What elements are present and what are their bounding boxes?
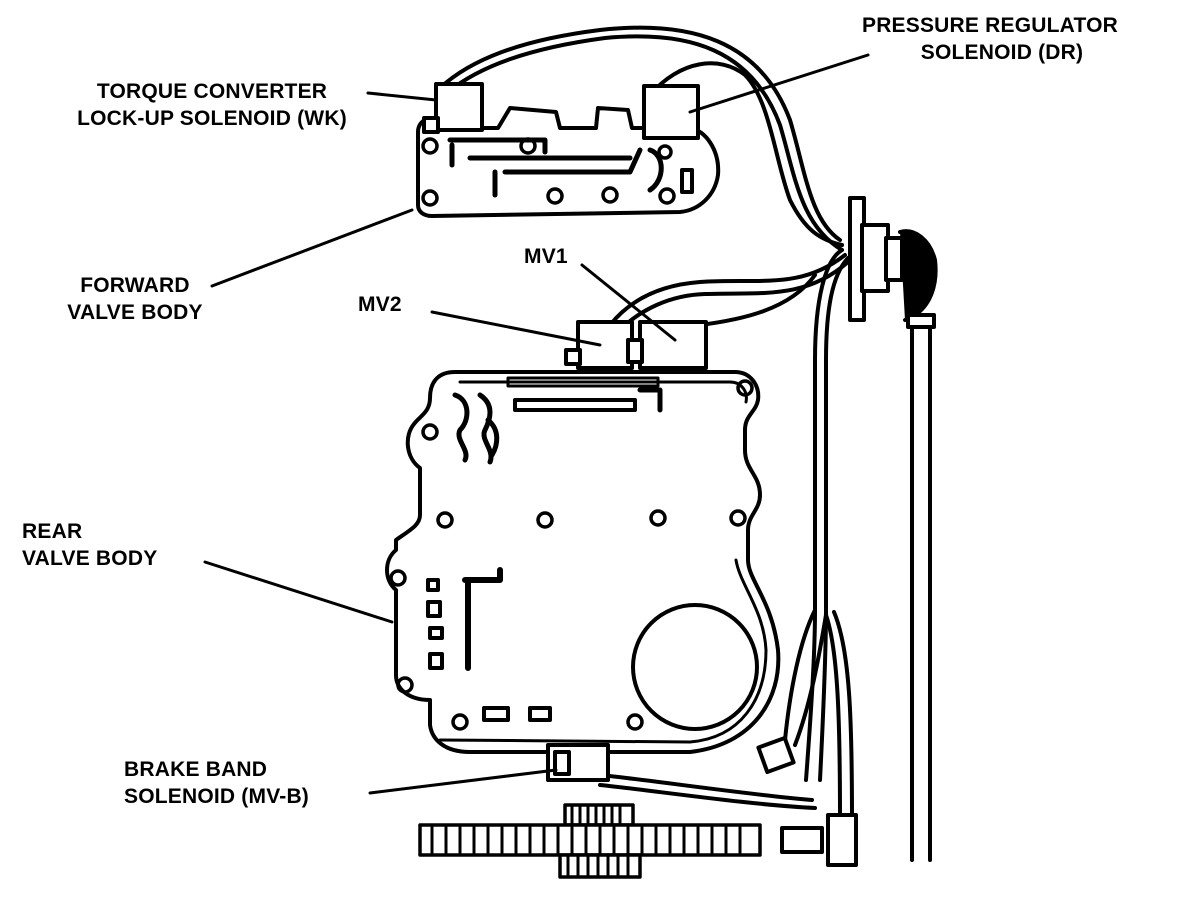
wk-solenoid-shape bbox=[422, 82, 484, 134]
rear-valve-body-shape bbox=[385, 370, 781, 754]
label-brake-band-line1: BRAKE BAND bbox=[124, 758, 268, 781]
wire-harness bbox=[438, 25, 854, 822]
label-torque-converter: TORQUE CONVERTER LOCK-UP SOLENOID (WK) bbox=[62, 78, 362, 132]
mv1-solenoid-shape bbox=[626, 320, 708, 370]
label-forward-valve-body: FORWARD VALVE BODY bbox=[50, 272, 220, 326]
label-brake-band: BRAKE BAND SOLENOID (MV-B) bbox=[124, 756, 309, 810]
label-mv2-text: MV2 bbox=[358, 293, 402, 316]
label-torque-converter-line1: TORQUE CONVERTER bbox=[96, 80, 328, 103]
label-torque-converter-line2: LOCK-UP SOLENOID (WK) bbox=[77, 107, 347, 130]
label-brake-band-line2: SOLENOID (MV-B) bbox=[124, 785, 309, 808]
mv2-solenoid-shape bbox=[564, 320, 634, 370]
label-forward-valve-body-line1: FORWARD bbox=[80, 274, 190, 297]
label-rear-valve-body-line2: VALVE BODY bbox=[22, 547, 158, 570]
harness-plug bbox=[756, 735, 796, 775]
label-forward-valve-body-line2: VALVE BODY bbox=[67, 301, 203, 324]
leader-lines bbox=[203, 53, 870, 795]
brake-band-solenoid-shape bbox=[546, 743, 610, 782]
gear-assembly bbox=[418, 803, 762, 879]
label-mv2: MV2 bbox=[358, 291, 402, 318]
label-mv1: MV1 bbox=[524, 243, 568, 270]
label-pressure-regulator-line2: SOLENOID (DR) bbox=[920, 41, 1084, 64]
sensor-plug bbox=[780, 813, 858, 867]
label-pressure-regulator: PRESSURE REGULATOR SOLENOID (DR) bbox=[830, 12, 1150, 66]
bulkhead-connector bbox=[848, 196, 938, 862]
label-rear-valve-body: REAR VALVE BODY bbox=[22, 518, 157, 572]
label-rear-valve-body-line1: REAR bbox=[22, 520, 83, 543]
label-mv1-text: MV1 bbox=[524, 245, 568, 268]
label-pressure-regulator-line1: PRESSURE REGULATOR bbox=[861, 14, 1119, 37]
